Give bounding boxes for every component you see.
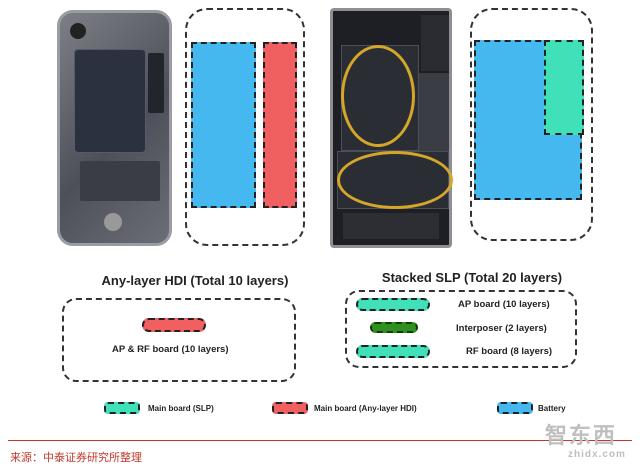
interposer-label: Interposer (2 layers) [456, 323, 547, 334]
ap-board-swatch [356, 298, 430, 311]
legend-battery-label: Battery [538, 404, 566, 413]
legend-hdi-label: Main board (Any-layer HDI) [314, 404, 417, 413]
left-phone-photo [57, 10, 172, 246]
left-phone-speaker [104, 213, 122, 231]
slp-mainboard-block [544, 40, 584, 135]
hdi-board-label: AP & RF board (10 layers) [112, 344, 229, 355]
right-phone-board [417, 73, 449, 153]
right-phone-camera [421, 15, 449, 71]
hdi-layer-box [62, 298, 296, 382]
watermark-logo: 智东西 [545, 423, 618, 448]
hdi-section-title: Any-layer HDI (Total 10 layers) [101, 273, 289, 288]
watermark-url: zhidx.com [568, 449, 626, 460]
battery-highlight-ellipse [341, 45, 415, 147]
left-phone-chip [80, 161, 160, 201]
hdi-battery-block [191, 42, 256, 208]
legend-slp-swatch [104, 402, 140, 414]
legend-battery-swatch [497, 402, 533, 414]
left-phone-camera [70, 23, 86, 39]
rf-board-label: RF board (8 layers) [466, 346, 553, 357]
right-phone-photo [330, 8, 453, 248]
right-phone-bottom [343, 213, 439, 239]
left-phone-chip [148, 53, 164, 113]
interposer-swatch [370, 322, 418, 333]
legend-hdi-swatch [272, 402, 308, 414]
legend-slp-label: Main board (SLP) [148, 404, 214, 413]
source-note: 来源：中泰证券研究所整理 [10, 451, 142, 464]
battery-highlight-ellipse [337, 151, 453, 209]
hdi-mainboard-block [263, 42, 297, 208]
left-phone-battery [74, 49, 146, 153]
slp-section-title: Stacked SLP (Total 20 layers) [381, 270, 563, 285]
source-divider [8, 440, 632, 441]
hdi-board-swatch [142, 318, 206, 332]
ap-board-label: AP board (10 layers) [458, 299, 550, 310]
rf-board-swatch [356, 345, 430, 358]
